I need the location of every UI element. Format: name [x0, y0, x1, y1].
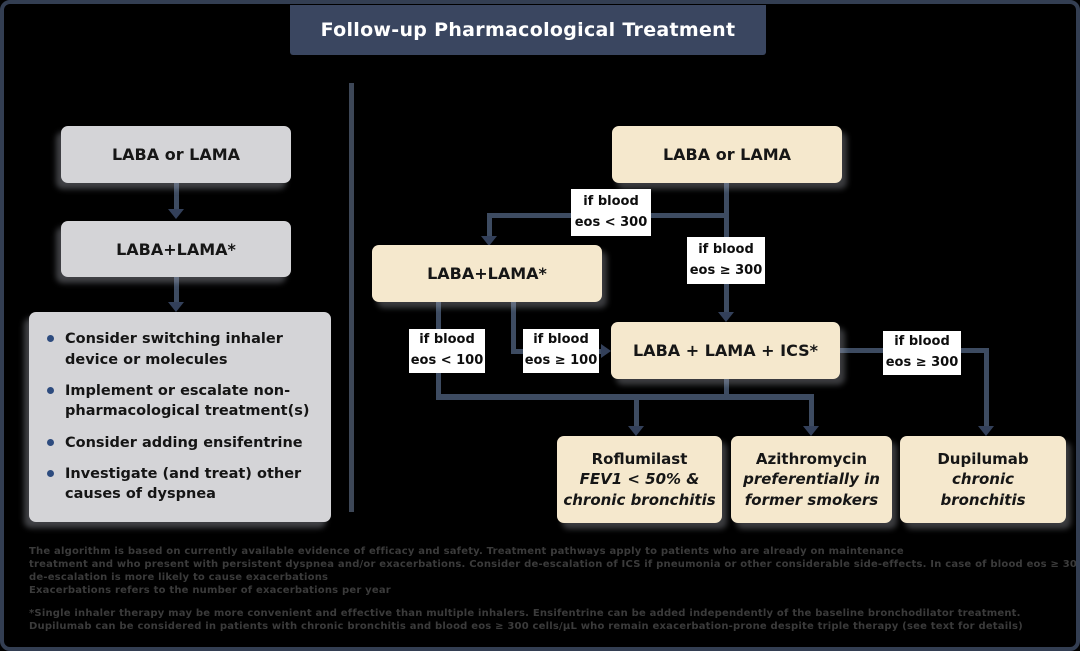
label-eos-ge-300: if blood eos ≥ 300 — [687, 237, 765, 284]
list-item: Consider adding ensifentrine — [47, 433, 313, 453]
connector-to-azithromycin — [809, 394, 814, 428]
arrowhead-icon — [481, 236, 497, 246]
footnote-line: The algorithm is based on currently avai… — [29, 546, 904, 557]
label-line: eos ≥ 300 — [885, 355, 959, 370]
drug-condition: preferentially in — [743, 470, 880, 489]
bullet-icon — [47, 387, 54, 395]
node-label: LABA+LAMA* — [116, 239, 236, 259]
node-right-laba-or-lama: LABA or LAMA — [612, 126, 842, 183]
node-left-laba-or-lama: LABA or LAMA — [61, 126, 291, 183]
node-left-laba-lama: LABA+LAMA* — [61, 221, 291, 277]
drug-condition: FEV1 < 50% & — [579, 470, 700, 489]
arrowhead-icon — [168, 209, 184, 219]
connector-eos-lt300-vertical — [487, 213, 492, 239]
bullet-text: Investigate (and treat) other causes of … — [65, 465, 302, 503]
connector-left-1 — [174, 182, 179, 210]
connector-bottom-collector — [436, 394, 814, 400]
arrowhead-icon — [628, 426, 644, 436]
drug-condition: chronic bronchitis — [563, 490, 716, 509]
arrowhead-icon — [601, 344, 611, 358]
bullet-text: Consider switching inhaler device or mol… — [65, 331, 283, 368]
section-divider — [349, 83, 354, 512]
node-label: LABA or LAMA — [662, 145, 792, 164]
footnote-line: Exacerbations refers to the number of ex… — [29, 585, 391, 596]
label-line: eos ≥ 100 — [524, 353, 598, 368]
label-line: eos < 100 — [410, 353, 484, 368]
label-line: eos < 300 — [574, 214, 648, 230]
label-line: if blood — [698, 241, 754, 257]
bullet-text: Consider adding ensifentrine — [65, 434, 303, 451]
bullet-text: Implement or escalate non-pharmacologica… — [65, 383, 310, 420]
arrowhead-icon — [718, 312, 734, 322]
node-label: LABA + LAMA + ICS* — [632, 341, 818, 360]
node-azithromycin: Azithromycin preferentially in former sm… — [731, 436, 892, 523]
connector-eos-ge300-right-vertical — [984, 348, 989, 428]
page-title: Follow-up Pharmacological Treatment — [320, 19, 736, 41]
node-dupilumab: Dupilumab chronic bronchitis — [900, 436, 1066, 523]
node-laba-lama-ics: LABA + LAMA + ICS* — [611, 322, 840, 379]
label-eos-ge-100: if blood eos ≥ 100 — [523, 329, 599, 373]
connector-to-roflumilast — [634, 398, 639, 428]
connector-eos-ge100-vertical — [511, 302, 516, 354]
drug-condition: former smokers — [744, 490, 879, 509]
label-line: eos ≥ 300 — [689, 262, 763, 278]
drug-condition: chronic — [952, 470, 1014, 489]
connector-ics-stub — [724, 377, 729, 397]
arrowhead-icon — [168, 302, 184, 312]
connector-left-2 — [174, 277, 179, 305]
label-line: if blood — [583, 193, 639, 209]
bullet-icon — [47, 469, 54, 477]
node-right-laba-lama: LABA+LAMA* — [372, 245, 602, 302]
footnote-line: Dupilumab can be considered in patients … — [29, 621, 1023, 632]
node-label: LABA+LAMA* — [427, 264, 547, 283]
footnote-line: treatment and who present with persisten… — [29, 559, 1080, 570]
list-item: Implement or escalate non-pharmacologica… — [47, 381, 313, 422]
node-label: LABA or LAMA — [111, 145, 241, 164]
label-line: if blood — [419, 332, 475, 348]
arrowhead-icon — [978, 426, 994, 436]
bullet-icon — [47, 438, 54, 446]
drug-name: Dupilumab — [937, 450, 1029, 469]
list-item: Consider switching inhaler device or mol… — [47, 329, 313, 370]
arrowhead-icon — [803, 426, 819, 436]
drug-name: Roflumilast — [591, 450, 688, 469]
node-roflumilast: Roflumilast FEV1 < 50% & chronic bronchi… — [557, 436, 722, 523]
dyspnea-actions-panel: Consider switching inhaler device or mol… — [29, 312, 331, 522]
bullet-icon — [47, 335, 54, 343]
footnote-line: *Single inhaler therapy may be more conv… — [29, 608, 1021, 619]
label-eos-ge-300-right: if blood eos ≥ 300 — [883, 331, 961, 375]
footnote-line: de-escalation is more likely to cause ex… — [29, 572, 329, 583]
list-item: Investigate (and treat) other causes of … — [47, 464, 313, 505]
drug-condition: bronchitis — [940, 490, 1026, 509]
label-eos-lt-300: if blood eos < 300 — [571, 189, 651, 236]
label-eos-lt-100: if blood eos < 100 — [409, 329, 485, 373]
label-line: if blood — [894, 334, 950, 350]
label-line: if blood — [533, 332, 589, 348]
title-bar: Follow-up Pharmacological Treatment — [290, 5, 766, 55]
drug-name: Azithromycin — [755, 450, 868, 469]
